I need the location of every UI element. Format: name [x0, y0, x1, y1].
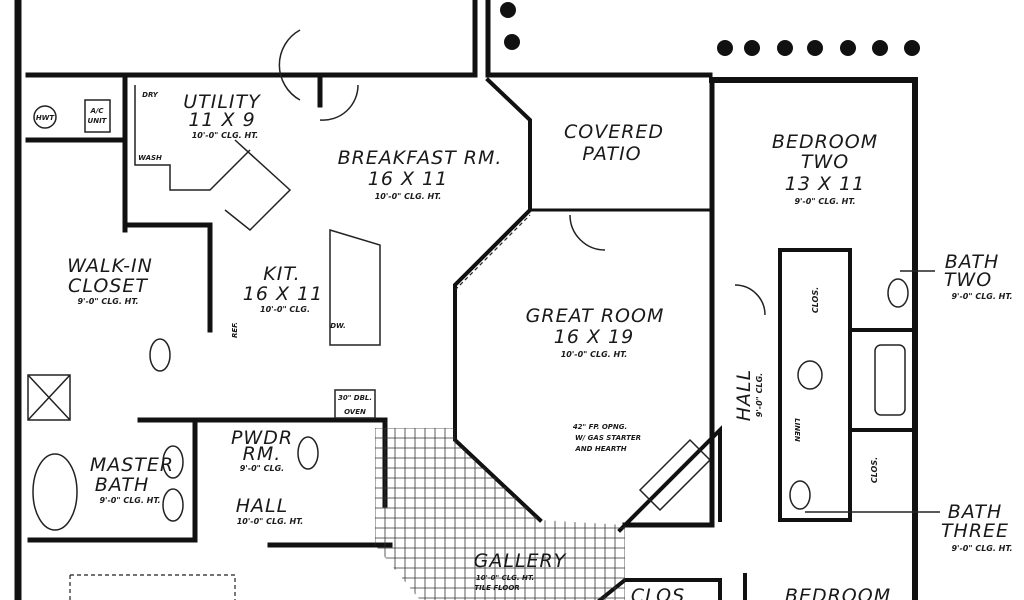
dryer-label: DRY [142, 91, 159, 99]
fireplace-note: 42" FP. OPNG. [573, 423, 627, 431]
shrubs [500, 2, 920, 56]
oven-label-2: OVEN [344, 408, 366, 416]
fireplace-icon [638, 438, 712, 512]
hall-right-ceiling: 9'-0" CLG. [755, 373, 764, 417]
master-bath-label: MASTER [90, 454, 174, 476]
walkin-label-2: CLOSET [68, 275, 148, 297]
utility-label: UTILITY [183, 91, 261, 113]
breakfast-ceiling: 10'-0" CLG. HT. [375, 192, 442, 201]
powder-label: PWDR [231, 427, 293, 449]
closet-label-1: CLOS. [811, 287, 820, 313]
fixture-labels: HWT A/C UNIT DRY WASH REF. DW. CLOS. CLO… [36, 91, 879, 600]
gallery-label: GALLERY [474, 550, 567, 572]
powder-label-2: RM. [243, 443, 282, 465]
gallery-ceiling: 10'-0" CLG. HT. [476, 574, 534, 582]
water-heater-icon [33, 105, 57, 129]
great-room-size: 16 X 19 [554, 326, 634, 348]
bath-two-label-2: TWO [944, 269, 992, 291]
bedroom-two-size: 13 X 11 [785, 173, 865, 195]
ac-label-2: UNIT [88, 117, 108, 125]
closet-label-2: CLOS. [870, 457, 879, 483]
walkin-ceiling: 9'-0" CLG. HT. [77, 297, 138, 306]
fireplace-note-2: W/ GAS STARTER [575, 434, 641, 442]
ac-label: A/C [89, 107, 104, 115]
bedroom-two-label-2: TWO [801, 151, 849, 173]
room-labels: UTILITY 11 X 9 10'-0" CLG. HT. BREAKFAST… [67, 91, 1012, 600]
walls [14, 0, 918, 600]
bath-two-label: BATH [945, 251, 1000, 273]
bath-three-label-2: THREE [941, 520, 1009, 542]
hall-right-label: HALL [733, 369, 755, 421]
utility-size: 11 X 9 [188, 109, 255, 131]
ref-label: REF. [231, 322, 239, 338]
bath-two-ceiling: 9'-0" CLG. HT. [951, 292, 1012, 301]
oven-label: 30" DBL. [338, 394, 372, 402]
bathtub-icon [32, 453, 78, 531]
breakfast-label: BREAKFAST RM. [338, 147, 503, 169]
utility-ceiling: 10'-0" CLG. HT. [192, 131, 259, 140]
hwt-label: HWT [36, 114, 56, 122]
bath-three-ceiling: 9'-0" CLG. HT. [951, 544, 1012, 553]
kitchen-ceiling: 10'-0" CLG. [260, 305, 310, 314]
master-bath-label-2: BATH [95, 474, 150, 496]
master-bath-ceiling: 9'-0" CLG. HT. [99, 496, 160, 505]
fireplace-note-3: AND HEARTH [574, 445, 626, 453]
patio-label-2: PATIO [582, 143, 641, 165]
hall-left-ceiling: 10'-0" CLG. HT. [237, 517, 304, 526]
washer-label: WASH [138, 154, 162, 162]
gallery-floor: TILE FLOOR [474, 584, 519, 592]
bedroom-label: BEDROOM [785, 585, 891, 600]
patio-label: COVERED [564, 121, 664, 143]
kitchen-island [329, 228, 381, 346]
bedroom-two-label: BEDROOM [772, 131, 878, 153]
powder-ceiling: 9'-0" CLG. [240, 464, 284, 473]
kitchen-size: 16 X 11 [243, 283, 323, 305]
hall-left-label: HALL [236, 495, 288, 517]
linen-label: LINEN [793, 418, 801, 442]
bedroom-two-ceiling: 9'-0" CLG. HT. [794, 197, 855, 206]
breakfast-size: 16 X 11 [368, 168, 448, 190]
walkin-label: WALK-IN [67, 255, 153, 277]
closet-label-3: CLOS [631, 585, 685, 600]
fixtures [27, 29, 909, 600]
great-room-label: GREAT ROOM [526, 305, 665, 327]
bath-three-label: BATH [948, 501, 1003, 523]
kitchen-label: KIT. [263, 263, 300, 285]
great-room-ceiling: 10'-0" CLG. HT. [561, 350, 628, 359]
dishwasher-label: DW. [330, 322, 346, 330]
